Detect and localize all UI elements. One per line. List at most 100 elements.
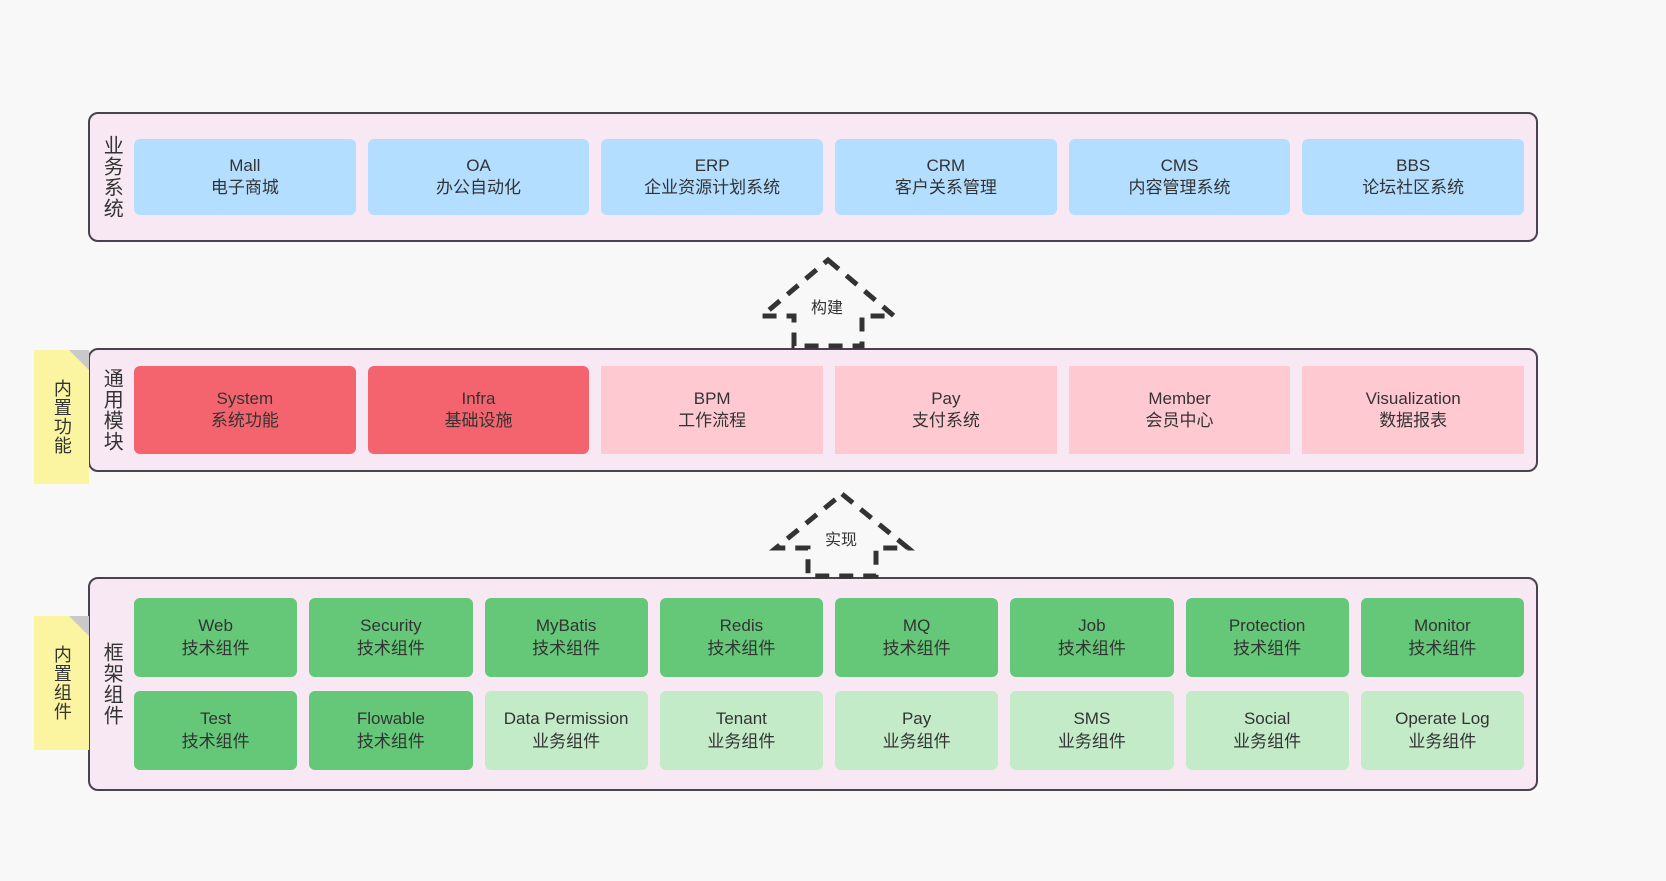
card-title: Test	[200, 709, 232, 729]
card-title: Infra	[461, 388, 496, 408]
card-title: Visualization	[1365, 388, 1461, 408]
card-subtitle: 技术组件	[1408, 638, 1477, 658]
connector-implement	[768, 490, 916, 579]
card-subtitle: 系统功能	[210, 411, 279, 430]
card-title: Protection	[1228, 616, 1306, 636]
card-title: Member	[1148, 388, 1211, 408]
card-tenant[interactable]: Tenant 业务组件	[659, 691, 823, 770]
card-system[interactable]: System 系统功能	[134, 366, 356, 454]
layer-body-framework-component: Web 技术组件 Security 技术组件 MyBatis 技术组件 Redi…	[132, 579, 1536, 789]
layer-title-common-module: 通用模块	[100, 368, 123, 452]
card-monitor[interactable]: Monitor 技术组件	[1360, 598, 1524, 677]
card-subtitle: 数据报表	[1379, 411, 1448, 430]
card-title: Job	[1078, 616, 1106, 636]
card-title: OA	[466, 155, 491, 175]
card-subtitle: 业务组件	[1233, 731, 1302, 751]
sticky-note-label: 内置功能	[51, 379, 72, 455]
layer-title-business-system: 业务系统	[100, 135, 123, 219]
connector-implement-label: 实现	[823, 526, 860, 550]
framework-row-tech: Web 技术组件 Security 技术组件 MyBatis 技术组件 Redi…	[134, 598, 1524, 677]
card-member[interactable]: Member 会员中心	[1068, 366, 1291, 454]
connector-build-label: 构建	[809, 294, 846, 318]
card-bpm[interactable]: BPM 工作流程	[601, 366, 824, 454]
card-title: SMS	[1073, 709, 1111, 729]
card-title: Pay	[931, 388, 961, 408]
framework-row-business: Test 技术组件 Flowable 技术组件 Data Permission …	[134, 691, 1524, 770]
sticky-note-label: 内置组件	[51, 645, 72, 721]
card-operate-log[interactable]: Operate Log 业务组件	[1360, 691, 1524, 770]
card-web[interactable]: Web 技术组件	[134, 598, 298, 677]
sticky-note-builtin-function: 内置功能	[34, 350, 89, 484]
sticky-note-builtin-component: 内置组件	[34, 616, 89, 750]
card-subtitle: 电子商城	[210, 178, 279, 197]
card-subtitle: 技术组件	[532, 638, 601, 658]
card-subtitle: 技术组件	[181, 638, 250, 658]
card-title: Redis	[719, 616, 764, 636]
card-subtitle: 客户关系管理	[894, 178, 997, 197]
layer-common-module: 通用模块 System 系统功能 Infra 基础设施 BPM 工作流程 Pay…	[88, 348, 1538, 472]
card-erp[interactable]: ERP 企业资源计划系统	[601, 139, 824, 215]
card-title: ERP	[694, 155, 730, 175]
card-subtitle: 会员中心	[1145, 411, 1214, 430]
card-title: Flowable	[356, 709, 425, 729]
card-cms[interactable]: CMS 内容管理系统	[1068, 139, 1291, 215]
card-pay[interactable]: Pay 支付系统	[835, 366, 1057, 454]
card-title: BPM	[693, 388, 731, 408]
card-security[interactable]: Security 技术组件	[309, 598, 473, 677]
layer-framework-component: 框架组件 Web 技术组件 Security 技术组件 MyBatis 技术组件…	[88, 577, 1538, 791]
layer-body-common-module: System 系统功能 Infra 基础设施 BPM 工作流程 Pay 支付系统…	[132, 350, 1536, 470]
fold-corner-icon	[69, 350, 89, 370]
card-test[interactable]: Test 技术组件	[134, 691, 298, 770]
card-subtitle: 业务组件	[532, 731, 601, 751]
card-title: Security	[360, 616, 422, 636]
card-title: Pay	[901, 709, 932, 729]
card-title: Operate Log	[1395, 709, 1490, 729]
layer-body-business-system: Mall 电子商城 OA 办公自动化 ERP 企业资源计划系统 CRM 客户关系…	[132, 114, 1536, 240]
card-mq[interactable]: MQ 技术组件	[835, 598, 999, 677]
card-title: BBS	[1396, 155, 1431, 175]
card-pay-business[interactable]: Pay 业务组件	[835, 691, 999, 770]
card-subtitle: 技术组件	[707, 638, 776, 658]
card-title: Data Permission	[503, 709, 629, 729]
card-oa[interactable]: OA 办公自动化	[367, 139, 590, 215]
card-social[interactable]: Social 业务组件	[1185, 691, 1349, 770]
layer-title-framework-component: 框架组件	[100, 642, 123, 726]
layer-business-system: 业务系统 Mall 电子商城 OA 办公自动化 ERP 企业资源计划系统 CRM…	[88, 112, 1538, 242]
card-crm[interactable]: CRM 客户关系管理	[835, 139, 1057, 215]
card-flowable[interactable]: Flowable 技术组件	[309, 691, 473, 770]
card-subtitle: 基础设施	[444, 411, 513, 430]
card-subtitle: 技术组件	[356, 638, 425, 658]
card-mall[interactable]: Mall 电子商城	[134, 139, 356, 215]
card-subtitle: 办公自动化	[436, 178, 521, 197]
card-subtitle: 业务组件	[1408, 731, 1477, 751]
card-sms[interactable]: SMS 业务组件	[1010, 691, 1174, 770]
card-subtitle: 支付系统	[911, 411, 980, 430]
card-subtitle: 技术组件	[1057, 638, 1126, 658]
card-title: Social	[1243, 709, 1291, 729]
card-subtitle: 企业资源计划系统	[644, 178, 781, 197]
card-protection[interactable]: Protection 技术组件	[1185, 598, 1349, 677]
card-bbs[interactable]: BBS 论坛社区系统	[1302, 139, 1525, 215]
card-title: CRM	[926, 155, 966, 175]
card-subtitle: 技术组件	[1233, 638, 1302, 658]
card-infra[interactable]: Infra 基础设施	[367, 366, 590, 454]
card-job[interactable]: Job 技术组件	[1010, 598, 1174, 677]
card-title: System	[216, 388, 274, 408]
card-title: MQ	[902, 616, 931, 636]
card-title: MyBatis	[535, 616, 597, 636]
card-title: Monitor	[1414, 616, 1471, 636]
card-subtitle: 技术组件	[181, 731, 250, 751]
card-mybatis[interactable]: MyBatis 技术组件	[484, 598, 648, 677]
card-visualization[interactable]: Visualization 数据报表	[1302, 366, 1525, 454]
card-subtitle: 业务组件	[882, 731, 951, 751]
card-title: Mall	[229, 155, 261, 175]
card-data-permission[interactable]: Data Permission 业务组件	[484, 691, 648, 770]
card-subtitle: 业务组件	[707, 731, 776, 751]
card-subtitle: 技术组件	[356, 731, 425, 751]
card-redis[interactable]: Redis 技术组件	[659, 598, 823, 677]
card-subtitle: 业务组件	[1057, 731, 1126, 751]
card-title: Tenant	[715, 709, 767, 729]
connector-build	[755, 256, 901, 349]
card-title: Web	[198, 616, 233, 636]
